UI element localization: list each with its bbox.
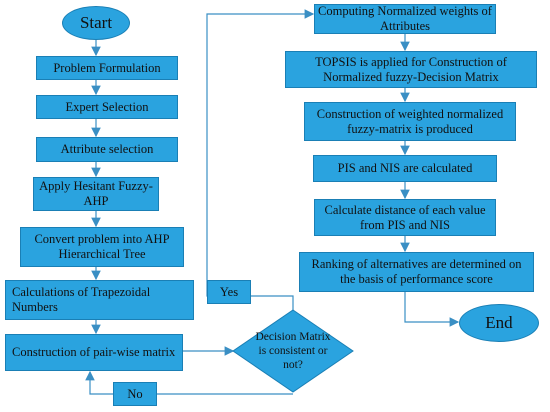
expert-selection-box: Expert Selection [36, 95, 178, 119]
weighted-matrix-box: Construction of weighted normalized fuzz… [304, 102, 516, 141]
topsis-box: TOPSIS is applied for Construction of No… [285, 51, 537, 88]
pis-nis-box: PIS and NIS are calculated [313, 155, 497, 182]
pairwise-box: Construction of pair-wise matrix [5, 334, 183, 371]
apply-hfahp-box: Apply Hesitant Fuzzy-AHP [33, 177, 159, 211]
attribute-selection-box: Attribute selection [36, 137, 178, 162]
trapezoidal-box: Calculations of Trapezoidal Numbers [5, 280, 194, 320]
ranking-box: Ranking of alternatives are determined o… [299, 252, 534, 292]
arrow-no-loop [85, 370, 293, 395]
decision-diamond [232, 309, 354, 393]
yes-label: Yes [207, 280, 251, 304]
convert-problem-box: Convert problem into AHP Hierarchical Tr… [20, 227, 184, 267]
decision-label: Decision Matrix is consistent or not? [255, 331, 331, 371]
distance-box: Calculate distance of each value from PI… [314, 199, 496, 236]
end-node: End [459, 304, 539, 342]
start-node: Start [62, 6, 130, 40]
problem-formulation-box: Problem Formulation [36, 56, 178, 80]
no-label: No [113, 382, 157, 406]
arrow-ranking-to-end [404, 292, 460, 327]
normalized-weights-box: Computing Normalized weights of Attribut… [314, 4, 496, 34]
